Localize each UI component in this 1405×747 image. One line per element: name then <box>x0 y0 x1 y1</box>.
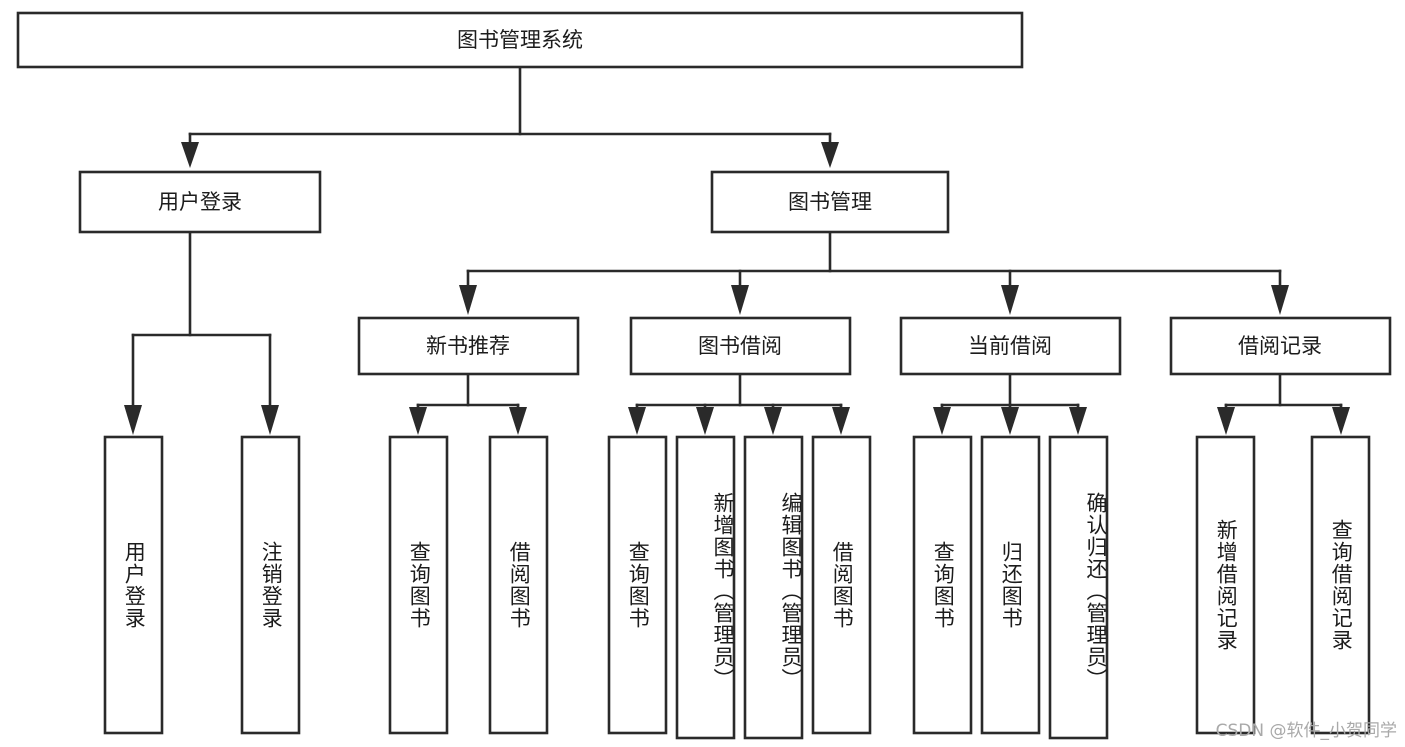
connector-group-new-book-recommend <box>409 372 527 435</box>
leaf-box-return-book[interactable] <box>980 435 1041 735</box>
arrow-head-leaf-edit-book <box>764 407 782 435</box>
leaf-box-confirm-return[interactable] <box>1048 435 1109 740</box>
arrow-head-user-login <box>181 142 199 168</box>
arrow-head-leaf-query-book-1 <box>409 407 427 435</box>
node-box-user-login <box>78 170 322 234</box>
node-box-root <box>16 11 1024 69</box>
node-label-user-login: 用户登录 <box>158 190 242 214</box>
arrow-head-leaf-add-book <box>696 407 714 435</box>
arrow-head-book-borrow <box>731 285 749 315</box>
leaf-box-query-book-1[interactable] <box>388 435 449 735</box>
leaf-box-user-login[interactable] <box>103 435 164 735</box>
node-book-management-system[interactable]: 图书管理系统 <box>16 11 1024 69</box>
node-borrow-record[interactable]: 借阅记录 <box>1169 316 1392 376</box>
arrow-head-leaf-return-book <box>1001 407 1019 435</box>
node-label-book-borrow: 图书借阅 <box>698 334 782 358</box>
leaf-box-query-borrow-record[interactable] <box>1310 435 1371 735</box>
connector-group-root <box>181 65 839 168</box>
connector-group-current-borrow <box>933 372 1087 435</box>
connector-group-book-borrow <box>628 372 850 435</box>
arrow-head-leaf-query-borrow-record <box>1332 407 1350 435</box>
leaf-box-query-book-2[interactable] <box>607 435 668 735</box>
node-box-book-management <box>710 170 950 234</box>
connector-group-borrow-record <box>1217 372 1350 435</box>
node-box-current-borrow <box>899 316 1122 376</box>
leaf-box-borrow-book-2[interactable] <box>811 435 872 735</box>
arrow-head-leaf-query-book-3 <box>933 407 951 435</box>
node-new-book-recommend[interactable]: 新书推荐 <box>357 316 580 376</box>
leaf-boxes-new-book-recommend <box>388 435 549 735</box>
leaf-box-logout-login[interactable] <box>240 435 301 735</box>
node-label-root: 图书管理系统 <box>457 28 583 52</box>
arrow-head-leaf-borrow-book-2 <box>832 407 850 435</box>
node-label-current-borrow: 当前借阅 <box>968 334 1052 358</box>
node-user-login[interactable]: 用户登录 <box>78 170 322 234</box>
node-box-new-book-recommend <box>357 316 580 376</box>
connector-group-user-login <box>124 230 279 435</box>
node-label-new-book-recommend: 新书推荐 <box>426 334 510 358</box>
leaf-boxes-borrow-record <box>1195 435 1371 735</box>
leaf-boxes-current-borrow <box>912 435 1109 740</box>
node-book-management[interactable]: 图书管理 <box>710 170 950 234</box>
arrow-head-current-borrow <box>1001 285 1019 315</box>
csdn-watermark: CSDN @软件_小贺同学 <box>1215 721 1397 741</box>
node-book-borrow[interactable]: 图书借阅 <box>629 316 852 376</box>
node-box-borrow-record <box>1169 316 1392 376</box>
leaf-boxes-book-borrow <box>607 435 872 740</box>
node-label-book-management: 图书管理 <box>788 190 872 214</box>
leaf-box-edit-book[interactable] <box>743 435 804 740</box>
leaf-box-add-book[interactable] <box>675 435 736 740</box>
arrow-head-new-book-recommend <box>459 285 477 315</box>
arrow-head-leaf-user-login <box>124 405 142 435</box>
arrow-head-leaf-logout-login <box>261 405 279 435</box>
node-label-borrow-record: 借阅记录 <box>1238 334 1322 358</box>
node-box-book-borrow <box>629 316 852 376</box>
leaf-boxes-user-login <box>103 435 301 735</box>
connector-group-book-management <box>459 230 1289 315</box>
node-current-borrow[interactable]: 当前借阅 <box>899 316 1122 376</box>
arrow-head-book-management <box>821 142 839 168</box>
leaf-box-add-borrow-record[interactable] <box>1195 435 1256 735</box>
leaf-box-borrow-book-1[interactable] <box>488 435 549 735</box>
arrow-head-borrow-record <box>1271 285 1289 315</box>
arrow-head-leaf-borrow-book-1 <box>509 407 527 435</box>
leaf-box-query-book-3[interactable] <box>912 435 973 735</box>
arrow-head-leaf-add-borrow-record <box>1217 407 1235 435</box>
arrow-head-leaf-query-book-2 <box>628 407 646 435</box>
arrow-head-leaf-confirm-return <box>1069 407 1087 435</box>
